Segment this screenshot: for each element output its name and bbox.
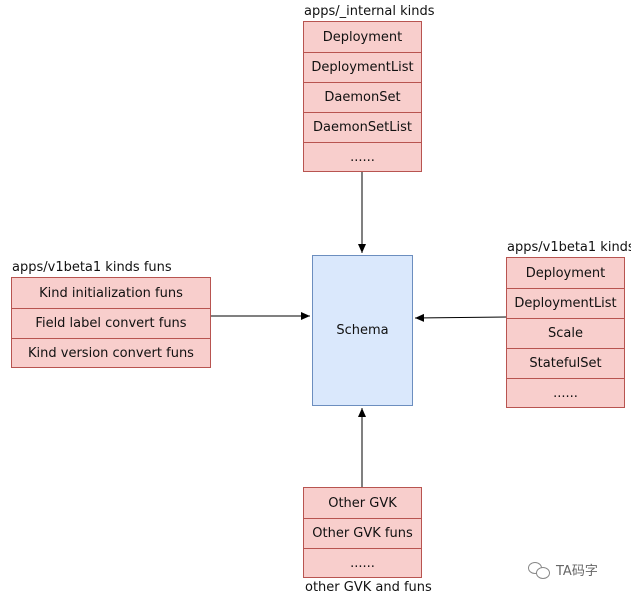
arrow-right-to-schema — [414, 313, 508, 322]
bottom-group-item: ...... — [304, 548, 421, 578]
bottom-group-item: Other GVK — [328, 495, 397, 511]
right-group-item: Deployment — [525, 265, 606, 281]
left-group-box: Kind initialization funs Field label con… — [11, 277, 211, 368]
left-group-item: Kind initialization funs — [39, 285, 183, 301]
left-group-item: Kind version convert funs — [12, 338, 210, 368]
schema-label: Schema — [336, 323, 389, 338]
top-group-item: ...... — [304, 142, 421, 172]
bottom-group-item: Other GVK funs — [304, 518, 421, 548]
right-group-item: ...... — [507, 378, 624, 408]
top-group-item: DaemonSet — [304, 82, 421, 112]
right-group-title: apps/v1beta1 kinds — [507, 240, 631, 255]
bottom-group-title: other GVK and funs — [305, 580, 432, 595]
watermark: TA码字 — [528, 560, 598, 579]
right-group-item: StatefulSet — [507, 348, 624, 378]
bottom-group-box: Other GVK Other GVK funs ...... — [303, 487, 422, 578]
left-group-item: Field label convert funs — [12, 308, 210, 338]
top-group-item: Deployment — [322, 29, 403, 45]
schema-box: Schema — [312, 255, 413, 406]
right-group-box: Deployment DeploymentList Scale Stateful… — [506, 257, 625, 408]
top-group-title: apps/_internal kinds — [304, 4, 435, 19]
right-group-item: Scale — [507, 318, 624, 348]
top-group-item: DaemonSetList — [304, 112, 421, 142]
top-group-item: DeploymentList — [304, 52, 421, 82]
wechat-bubbles-icon — [528, 561, 550, 579]
left-group-title: apps/v1beta1 kinds funs — [12, 260, 172, 275]
right-group-item: DeploymentList — [507, 288, 624, 318]
watermark-text: TA码字 — [556, 564, 598, 579]
top-group-box: Deployment DeploymentList DaemonSet Daem… — [303, 21, 422, 172]
